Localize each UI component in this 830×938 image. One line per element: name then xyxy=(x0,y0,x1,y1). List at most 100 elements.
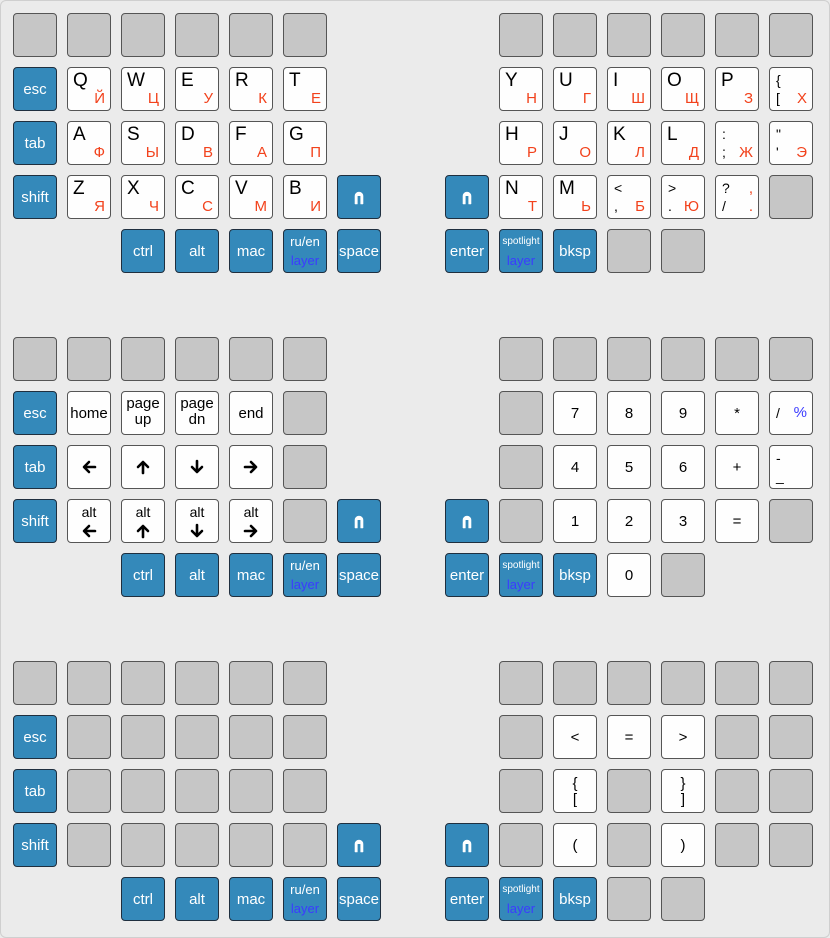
symbol-key[interactable]: "'Э xyxy=(769,121,813,165)
num-key[interactable]: 8 xyxy=(607,391,651,435)
minus-underscore-key[interactable]: -_ xyxy=(769,445,813,489)
enter-key[interactable]: enter xyxy=(445,877,489,921)
ctrl-key[interactable]: ctrl xyxy=(121,877,165,921)
left-thumb-key[interactable] xyxy=(337,823,381,867)
esc-key[interactable]: esc xyxy=(13,391,57,435)
alt-key[interactable]: alt xyxy=(175,229,219,273)
right-thumb-key[interactable] xyxy=(445,499,489,543)
space-key[interactable]: space xyxy=(337,877,381,921)
slash-percent-key[interactable]: /% xyxy=(769,391,813,435)
num-key[interactable]: 3 xyxy=(661,499,705,543)
bksp-key[interactable]: bksp xyxy=(553,877,597,921)
right-thumb-key[interactable] xyxy=(445,175,489,219)
tab-key[interactable]: tab xyxy=(13,769,57,813)
num-key[interactable]: 2 xyxy=(607,499,651,543)
symbol-key[interactable]: :;Ж xyxy=(715,121,759,165)
mac-key[interactable]: mac xyxy=(229,877,273,921)
symbol-key[interactable]: >.Ю xyxy=(661,175,705,219)
open-brace-key[interactable]: {[ xyxy=(553,769,597,813)
alt-arrow-left-key[interactable]: alt xyxy=(67,499,111,543)
alt-key[interactable]: alt xyxy=(175,877,219,921)
mac-key[interactable]: mac xyxy=(229,229,273,273)
left-thumb-key[interactable] xyxy=(337,499,381,543)
alt-arrow-right-key[interactable]: alt xyxy=(229,499,273,543)
num-key[interactable]: 0 xyxy=(607,553,651,597)
tab-key[interactable]: tab xyxy=(13,121,57,165)
ctrl-key[interactable]: ctrl xyxy=(121,229,165,273)
close-paren-key[interactable]: ) xyxy=(661,823,705,867)
num-key[interactable]: 1 xyxy=(553,499,597,543)
bksp-key[interactable]: bksp xyxy=(553,229,597,273)
num-key[interactable]: 4 xyxy=(553,445,597,489)
num-key[interactable]: 9 xyxy=(661,391,705,435)
shift-key[interactable]: shift xyxy=(13,499,57,543)
num-key[interactable]: 7 xyxy=(553,391,597,435)
alt-key[interactable]: alt xyxy=(175,553,219,597)
arrow-up-key[interactable] xyxy=(121,445,165,489)
enter-key[interactable]: enter xyxy=(445,229,489,273)
enter-key[interactable]: enter xyxy=(445,553,489,597)
symbol-key[interactable]: = xyxy=(607,715,651,759)
tab-key[interactable]: tab xyxy=(13,445,57,489)
left-thumb-key[interactable] xyxy=(337,175,381,219)
ctrl-key[interactable]: ctrl xyxy=(121,553,165,597)
bksp-key[interactable]: bksp xyxy=(553,553,597,597)
right-thumb-key[interactable] xyxy=(445,823,489,867)
arrow-left-key[interactable] xyxy=(67,445,111,489)
esc-key[interactable]: esc xyxy=(13,67,57,111)
space-key[interactable]: space xyxy=(337,553,381,597)
space-key[interactable]: space xyxy=(337,229,381,273)
home-key[interactable]: home xyxy=(67,391,111,435)
num-key[interactable]: + xyxy=(715,445,759,489)
esc-key[interactable]: esc xyxy=(13,715,57,759)
mac-key[interactable]: mac xyxy=(229,553,273,597)
num-key[interactable]: * xyxy=(715,391,759,435)
symbol-key[interactable]: <,Б xyxy=(607,175,651,219)
close-brace-key[interactable]: }] xyxy=(661,769,705,813)
num-key[interactable]: = xyxy=(715,499,759,543)
shift-key[interactable]: shift xyxy=(13,823,57,867)
open-paren-key[interactable]: ( xyxy=(553,823,597,867)
symbol-key[interactable]: {[Х xyxy=(769,67,813,111)
shift-key[interactable]: shift xyxy=(13,175,57,219)
arrow-down-key[interactable] xyxy=(175,445,219,489)
alt-arrow-up-key[interactable]: alt xyxy=(121,499,165,543)
arrow-right-key[interactable] xyxy=(229,445,273,489)
end-key[interactable]: end xyxy=(229,391,273,435)
symbol-key[interactable]: > xyxy=(661,715,705,759)
alt-arrow-down-key[interactable]: alt xyxy=(175,499,219,543)
symbol-key[interactable]: < xyxy=(553,715,597,759)
